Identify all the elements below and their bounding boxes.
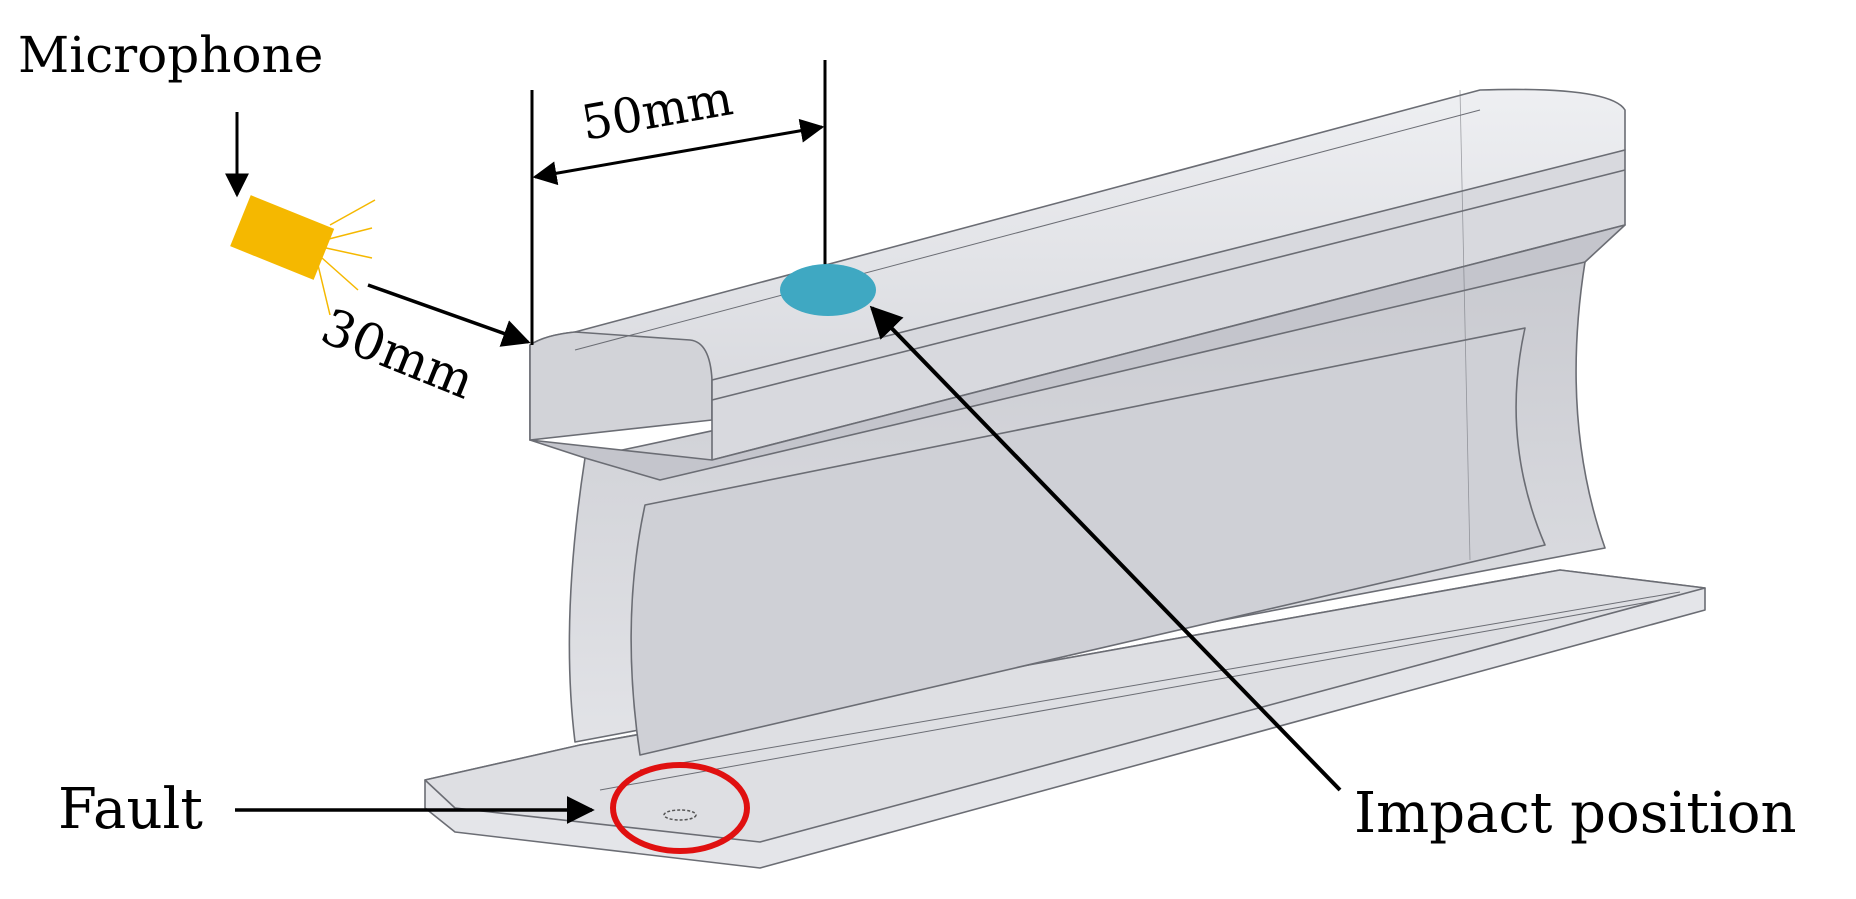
label-microphone: Microphone — [18, 26, 323, 84]
rail-web-face — [630, 327, 1546, 756]
rail — [424, 88, 1706, 869]
fault-marker — [610, 762, 750, 854]
impact-marker — [780, 264, 876, 316]
rail-edge-line — [574, 109, 1481, 351]
label-fault: Fault — [58, 777, 203, 842]
dimension-50mm — [530, 60, 827, 345]
label-30mm: 30mm — [314, 297, 483, 410]
impact-pointer-arrow — [869, 305, 1342, 792]
dimension-arrow-30mm — [367, 283, 531, 347]
rail-edge-line — [599, 599, 1661, 791]
microphone-icon — [230, 195, 376, 316]
label-impact-position: Impact position — [1354, 781, 1797, 846]
rail-edge-line — [1459, 89, 1471, 561]
dimension-arrow-50mm — [532, 118, 825, 186]
rail-head-end — [529, 331, 713, 441]
rail-edge-line — [639, 591, 1681, 771]
label-50mm: 50mm — [577, 70, 737, 152]
rail-neck — [529, 224, 1626, 481]
fault-crack-icon — [663, 809, 697, 821]
rail-edge-line — [711, 169, 1626, 401]
rail-base-top — [424, 569, 1706, 843]
